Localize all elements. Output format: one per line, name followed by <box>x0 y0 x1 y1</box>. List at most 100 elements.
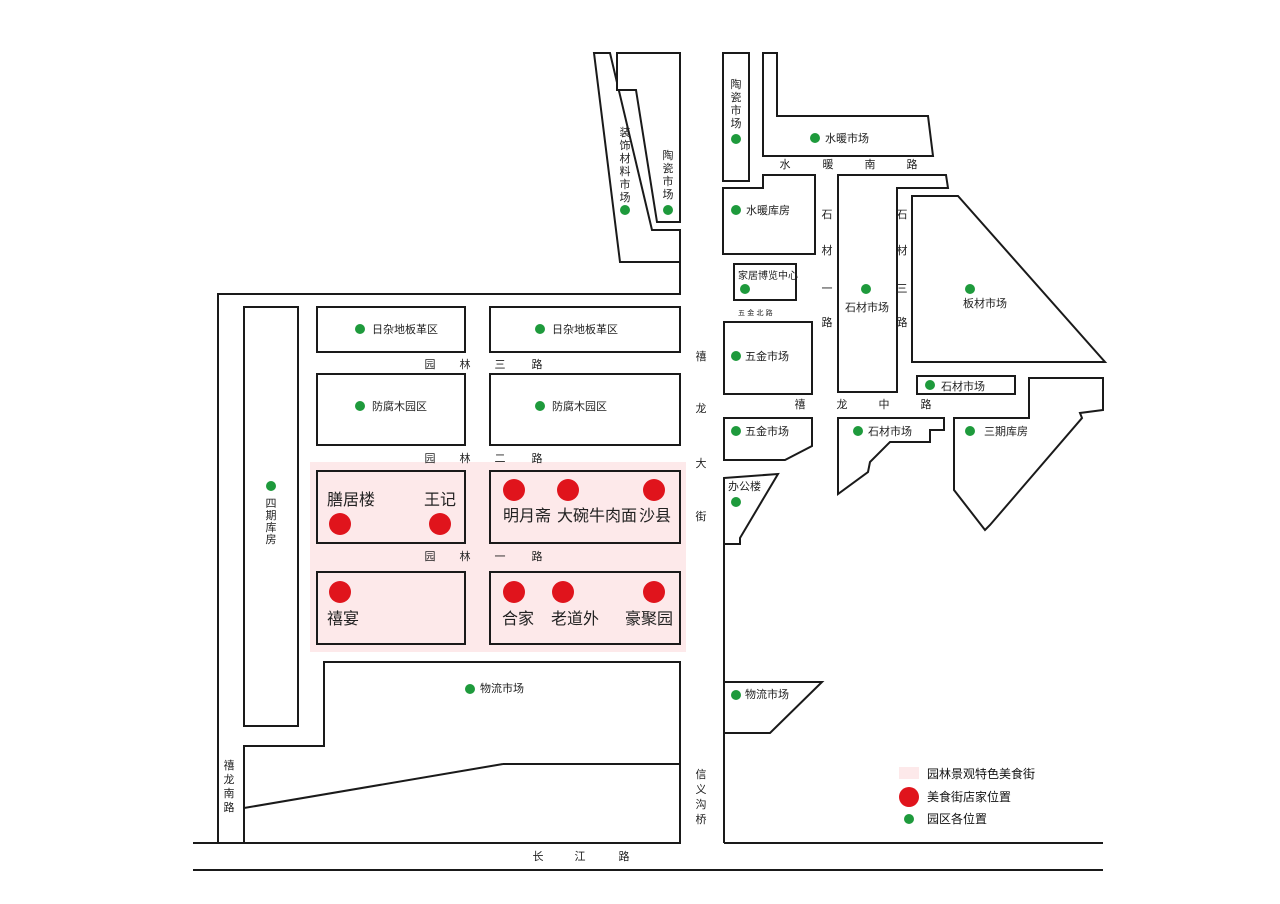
shop-label-mingyuezhai: 明月斋 <box>503 506 551 525</box>
shop-dot-xiyan <box>329 581 351 603</box>
poi-dot-plumbing-warehouse <box>731 205 741 215</box>
label-sundries-2: 日杂地板革区 <box>552 322 618 336</box>
road-stone-1-char: 一 <box>822 282 833 295</box>
poi-dot-phase3 <box>965 426 975 436</box>
label-decoration-market: 装饰材料市场 <box>620 126 631 204</box>
legend-zone-swatch <box>899 767 919 779</box>
road-yuanlin-2-char: 二 <box>495 452 506 465</box>
shop-block-ne <box>489 470 681 544</box>
shop-label-laodaowai: 老道外 <box>551 609 599 628</box>
label-office: 办公楼 <box>728 479 761 493</box>
label-board: 板材市场 <box>963 296 1007 310</box>
shop-dot-laodaowai <box>552 581 574 603</box>
hardware-market-2-block <box>723 417 813 461</box>
logistics-diagonal <box>243 763 504 809</box>
poi-dot-stone-3 <box>853 426 863 436</box>
road-xilong-middle-char: 路 <box>921 398 932 411</box>
road-changjiang-char: 长 <box>533 850 544 863</box>
road-stone-3-char: 石 <box>897 208 908 221</box>
wood-block-2 <box>489 373 681 446</box>
logistics-market-2-block <box>723 681 825 734</box>
road-yuanlin-1-char: 园 <box>425 550 436 563</box>
road-stone-3-char: 材 <box>897 243 908 257</box>
shop-dot-dawan <box>557 479 579 501</box>
road-xinyi-bridge-char: 沟 <box>696 798 707 811</box>
plumbing-warehouse-block <box>722 174 816 255</box>
decoration-market-block <box>592 52 681 263</box>
road-xinyi-bridge-char: 信 <box>696 768 707 781</box>
shop-label-hejia: 合家 <box>502 609 534 628</box>
poi-dot-decoration <box>620 205 630 215</box>
office-building-block <box>723 472 780 545</box>
poi-dot-stone-1 <box>861 284 871 294</box>
west-boundary <box>217 258 681 843</box>
label-ceramic-top: 陶瓷市场 <box>731 77 742 130</box>
legend-shop-swatch <box>899 787 919 807</box>
road-shuinuan-south: 水暖南路 <box>780 158 918 171</box>
road-xilong-south-char: 南 <box>224 787 235 800</box>
poi-dot-logistics-2 <box>731 690 741 700</box>
road-yuanlin-1-char: 林 <box>460 549 471 563</box>
poi-dot-wood-1 <box>355 401 365 411</box>
road-stone-1-char: 材 <box>822 243 833 257</box>
stone-market-2-block <box>916 375 1016 395</box>
label-wood-1: 防腐木园区 <box>372 399 427 413</box>
poi-dot-phase4 <box>266 481 276 491</box>
shop-label-haojuyuan: 豪聚园 <box>625 609 673 628</box>
shop-label-xiyan: 禧宴 <box>327 609 359 628</box>
poi-dot-office <box>731 497 741 507</box>
road-yuanlin-3-char: 路 <box>532 358 543 371</box>
road-xilong-avenue-char: 龙 <box>696 402 707 415</box>
road-yuanlin-3-char: 林 <box>460 357 471 371</box>
road-xinyi-bridge-char: 义 <box>696 783 707 796</box>
board-market-block <box>911 195 1108 363</box>
label-hardware-2: 五金市场 <box>745 424 789 438</box>
shop-label-dawan: 大碗牛肉面 <box>557 506 637 525</box>
stone-market-1-block <box>837 174 950 393</box>
road-stone-3-char: 路 <box>897 316 908 329</box>
poi-dot-ceramic-left <box>663 205 673 215</box>
label-logistics-1: 物流市场 <box>480 681 524 695</box>
poi-dot-sundries-1 <box>355 324 365 334</box>
label-stone-1: 石材市场 <box>845 300 889 314</box>
road-xilong-middle-char: 中 <box>879 398 890 411</box>
road-shuinuan-south-char: 暖 <box>823 158 834 171</box>
road-xilong-south-char: 禧 <box>224 759 235 772</box>
label-sundries-1: 日杂地板革区 <box>372 322 438 336</box>
road-yuanlin-3: 园林三路 <box>425 357 543 371</box>
road-xilong-middle-char: 禧 <box>795 398 806 411</box>
shop-block-sw <box>316 571 466 645</box>
poi-dot-ceramic-top <box>731 134 741 144</box>
shop-label-shanjulou: 膳居楼 <box>327 490 375 509</box>
road-shuinuan-south-char: 南 <box>865 158 876 171</box>
label-ceramic-left: 陶瓷市场 <box>663 148 674 201</box>
logistics-market-block <box>243 661 681 844</box>
road-yuanlin-2-char: 林 <box>460 451 471 465</box>
road-changjiang-char: 路 <box>619 850 630 863</box>
shop-label-wangji: 王记 <box>424 490 456 509</box>
poi-dot-hardware-2 <box>731 426 741 436</box>
road-yuanlin-2-char: 路 <box>532 452 543 465</box>
ceramic-market-left-block <box>616 52 681 223</box>
poi-dot-board <box>965 284 975 294</box>
label-home-expo: 家居博览中心 <box>738 269 798 282</box>
sundries-block-1 <box>316 306 466 353</box>
label-hardware-1: 五金市场 <box>745 349 789 363</box>
shop-block-nw <box>316 470 466 544</box>
road-shuinuan-south-char: 路 <box>907 158 918 171</box>
wood-block-1 <box>316 373 466 446</box>
road-shuinuan-south-char: 水 <box>780 158 791 171</box>
road-yuanlin-1-char: 路 <box>532 550 543 563</box>
road-yuanlin-2-char: 园 <box>425 452 436 465</box>
label-logistics-2: 物流市场 <box>745 687 789 701</box>
shop-dot-mingyuezhai <box>503 479 525 501</box>
ceramic-market-top-block <box>722 52 750 182</box>
label-phase4-warehouse: 四期库房 <box>266 497 277 546</box>
road-xinyi-bridge-char: 桥 <box>696 813 707 826</box>
road-xilong-south-char: 龙 <box>224 773 235 786</box>
poi-dot-hardware-1 <box>731 351 741 361</box>
road-yuanlin-1-char: 一 <box>495 550 506 563</box>
